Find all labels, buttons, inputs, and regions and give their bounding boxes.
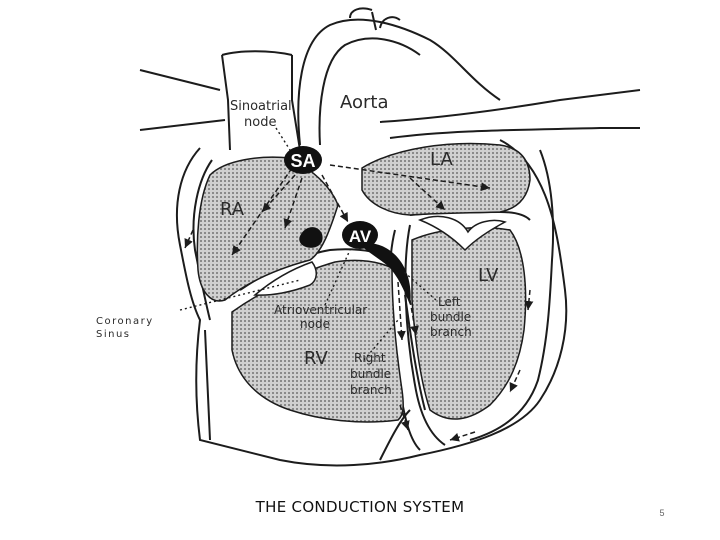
- left-bundle-line: bundle: [430, 310, 471, 324]
- left-branch-line: branch: [430, 325, 472, 339]
- chambers: [196, 142, 531, 423]
- sa-node: SA: [284, 146, 322, 174]
- aorta-label: Aorta: [340, 92, 389, 113]
- coronary-sinus-opening: [299, 227, 323, 248]
- ra-label: RA: [220, 199, 245, 220]
- la-label: LA: [430, 149, 453, 170]
- sinoatrial-node-callout: Sinoatrial node: [230, 99, 296, 130]
- lv-label: LV: [478, 265, 499, 286]
- atrioventricular-node-callout: Atrioventricular node: [274, 303, 371, 331]
- atrioventricular-line: Atrioventricular: [274, 303, 367, 317]
- callout-leaders: [179, 127, 437, 361]
- av-node-line: node: [300, 317, 330, 331]
- rv-label: RV: [304, 348, 329, 369]
- bundle-of-his: [360, 243, 411, 305]
- left-bundle-branch-callout: Left bundle branch: [430, 295, 475, 339]
- left-atrium: [361, 142, 531, 216]
- right-bundle-branch-callout: Right bundle branch: [350, 351, 395, 397]
- heart-outline: [139, 7, 641, 467]
- coronary-line: Coronary: [96, 316, 154, 327]
- slide-caption: THE CONDUCTION SYSTEM: [255, 498, 465, 516]
- node-line: node: [244, 115, 276, 130]
- coronary-sinus-callout: Coronary Sinus: [96, 316, 158, 340]
- sinoatrial-line: Sinoatrial: [230, 99, 292, 114]
- left-ventricle: [411, 226, 527, 420]
- left-line: Left: [438, 295, 461, 309]
- conduction-arrows: [184, 164, 534, 442]
- sinus-line: Sinus: [96, 329, 131, 340]
- sa-node-label: SA: [290, 151, 315, 171]
- right-ventricle: [231, 259, 404, 423]
- page-number: 5: [659, 508, 665, 518]
- tricuspid-valve: [253, 261, 317, 296]
- av-node-label: AV: [349, 227, 372, 246]
- left-bundle-line: [404, 294, 426, 411]
- right-branch-line: branch: [350, 383, 392, 397]
- right-line: Right: [354, 351, 386, 365]
- mitral-valve: [417, 215, 507, 252]
- heart-conduction-diagram: SA AV Aorta LA RA LV RV Sinoatrial node …: [96, 7, 641, 467]
- av-node: AV: [342, 221, 378, 249]
- right-bundle-line: bundle: [350, 367, 391, 381]
